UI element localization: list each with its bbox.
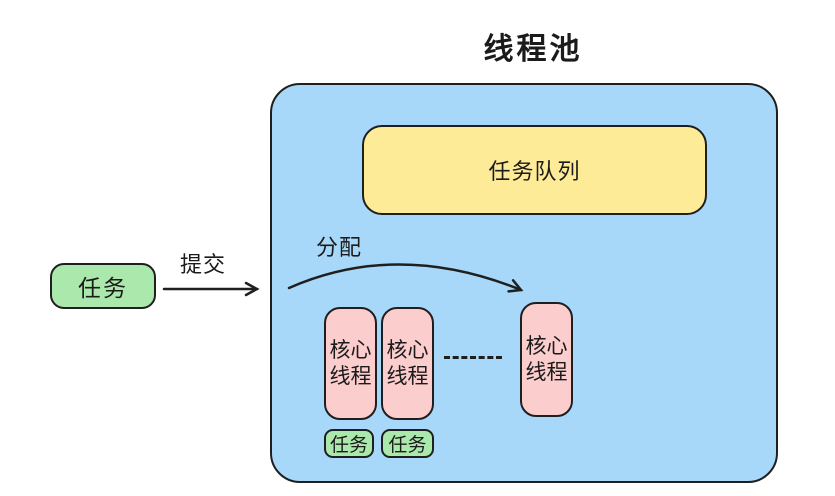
attached-task-2-label: 任务 [388, 435, 427, 456]
ellipsis-dashes [444, 356, 502, 359]
external-task-label: 任务 [78, 275, 128, 301]
core-thread-2-label-line2: 线程 [386, 364, 429, 388]
core-thread-3-label-line2: 线程 [525, 360, 568, 384]
attached-task-box-1: 任务 [324, 429, 374, 458]
thread-pool-box: 任务队列 核心 线程 核心 线程 核心 线程 任务 任务 [270, 83, 778, 483]
core-thread-box-1: 核心 线程 [324, 307, 377, 420]
task-queue-label: 任务队列 [488, 159, 581, 184]
diagram-title: 线程池 [483, 33, 583, 66]
task-queue-box: 任务队列 [362, 125, 707, 215]
submit-arrow-label: 提交 [179, 252, 226, 277]
core-thread-box-2: 核心 线程 [381, 307, 434, 420]
core-thread-1-label-line1: 核心 [329, 338, 372, 362]
attached-task-box-2: 任务 [381, 429, 434, 458]
dispatch-arrow-label: 分配 [315, 235, 362, 260]
core-thread-box-3: 核心 线程 [520, 302, 573, 417]
core-thread-2-label-line1: 核心 [386, 338, 429, 362]
core-thread-3-label-line1: 核心 [525, 334, 568, 358]
attached-task-1-label: 任务 [329, 435, 368, 456]
external-task-box: 任务 [50, 263, 156, 309]
core-thread-1-label-line2: 线程 [329, 364, 372, 388]
